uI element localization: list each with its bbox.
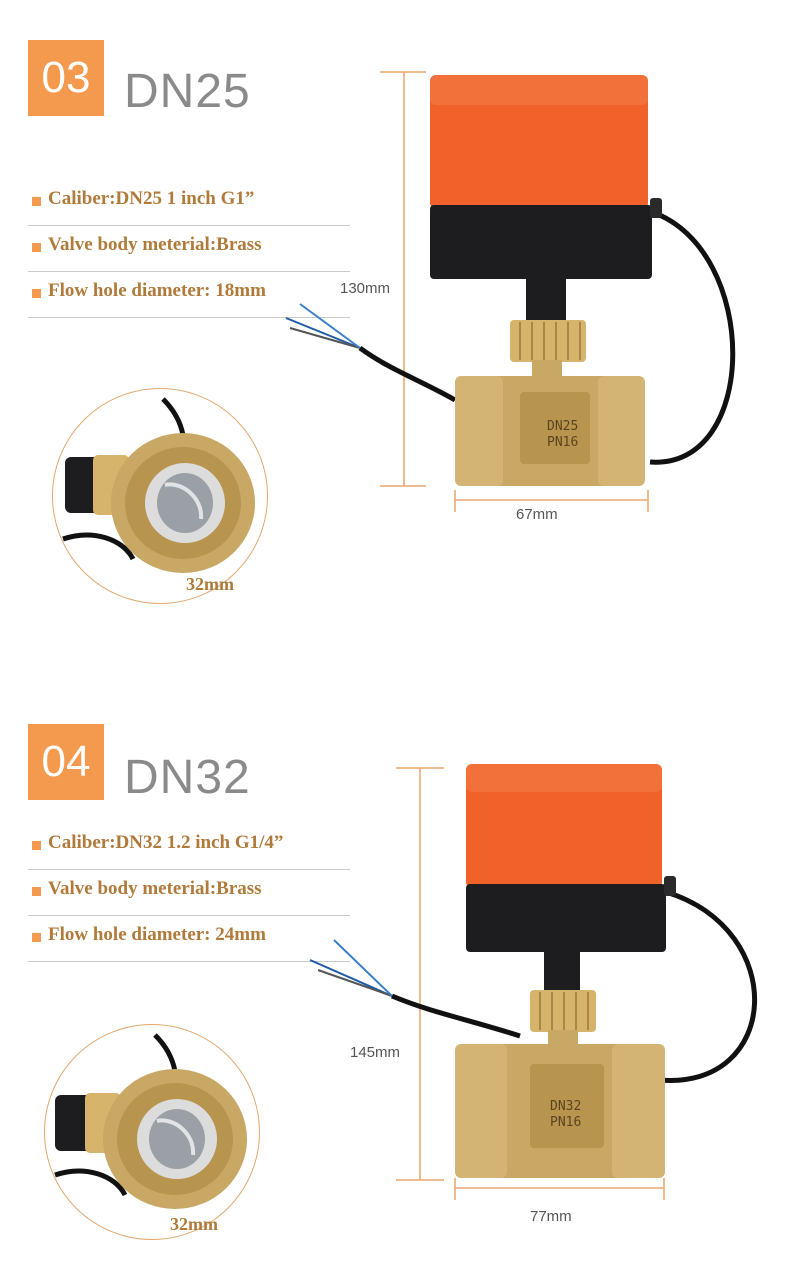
width-dimension-line: [454, 490, 649, 512]
bullet-icon: [32, 243, 41, 252]
body-marking-2: PN16: [547, 435, 578, 450]
model-title: DN25: [124, 65, 251, 118]
width-dimension-label: 77mm: [530, 1208, 572, 1225]
divider: [28, 271, 350, 272]
divider: [28, 961, 350, 962]
spec-material-text: Valve body meterial:Brass: [48, 878, 262, 899]
hole-size-label: 32mm: [186, 574, 234, 594]
spec-material: Valve body meterial:Brass: [28, 226, 350, 272]
spec-material-text: Valve body meterial:Brass: [48, 234, 262, 255]
divider: [28, 915, 350, 916]
bullet-icon: [32, 841, 41, 850]
product-section-dn32: 04 DN32 Caliber:DN32 1.2 inch G1/4” Valv…: [0, 640, 790, 1280]
spec-caliber-text: Caliber:DN32 1.2 inch G1/4”: [48, 832, 284, 853]
hole-size-label: 32mm: [170, 1214, 218, 1234]
height-dimension-label: 130mm: [340, 280, 391, 297]
body-marking-1: DN32: [550, 1099, 581, 1114]
width-dimension-label: 67mm: [516, 506, 558, 523]
zoom-circle-photo: [52, 388, 268, 604]
bullet-icon: [32, 197, 41, 206]
height-dimension-line: [380, 71, 426, 487]
divider: [28, 225, 350, 226]
valve-photo: DN32 PN16: [309, 764, 758, 1200]
height-dimension-line: [396, 767, 444, 1181]
spec-caliber-text: Caliber:DN25 1 inch G1”: [48, 188, 255, 209]
divider: [28, 869, 350, 870]
spec-caliber: Caliber:DN25 1 inch G1”: [28, 180, 350, 226]
bullet-icon: [32, 289, 41, 298]
spec-flow-hole-text: Flow hole diameter: 24mm: [48, 924, 266, 945]
bullet-icon: [32, 887, 41, 896]
width-dimension-line: [454, 1178, 665, 1200]
body-marking-2: PN16: [550, 1115, 581, 1130]
zoom-circle-photo: [44, 1024, 260, 1240]
spec-flow-hole: Flow hole diameter: 18mm: [28, 272, 350, 318]
bullet-icon: [32, 933, 41, 942]
divider: [28, 317, 350, 318]
body-marking-1: DN25: [547, 419, 578, 434]
section-number-badge: 04: [28, 724, 104, 800]
model-title: DN32: [124, 751, 251, 804]
product-section-dn25: 03 DN25 Caliber:DN25 1 inch G1” Valve bo…: [28, 40, 736, 604]
spec-material: Valve body meterial:Brass: [28, 870, 350, 916]
spec-caliber: Caliber:DN32 1.2 inch G1/4”: [28, 824, 350, 870]
height-dimension-label: 145mm: [350, 1044, 401, 1061]
spec-flow-hole-text: Flow hole diameter: 18mm: [48, 280, 266, 301]
spec-flow-hole: Flow hole diameter: 24mm: [28, 916, 350, 962]
section-number-badge: 03: [28, 40, 104, 116]
valve-photo: DN25 PN16: [285, 71, 736, 512]
